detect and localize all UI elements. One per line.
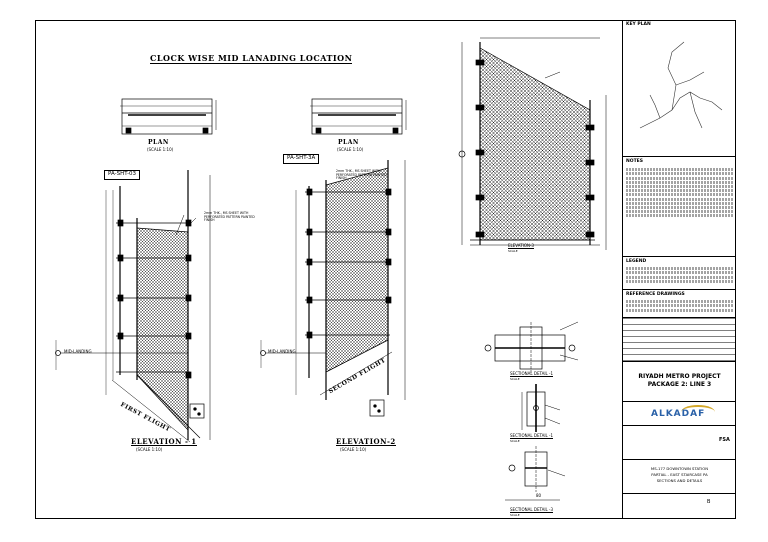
elevation-3-label: ELEVATION-3 [508,243,534,249]
elevation-1-drawing [55,170,211,443]
notes-text [623,167,736,218]
title-block: KEY PLAN NOTES LEGEND REFERENCE DRAWINGS… [622,20,736,519]
plan-2-scale: (SCALE 1:10) [337,147,364,152]
legend-box: LEGEND [623,257,736,290]
reference-text [623,299,736,313]
section-2-scale: SCALE [510,439,520,443]
note-sheet-2: 2mm THK., MS SHEET WITH PERFORATED PATTE… [336,169,387,181]
sheet-title-1: MS-177 DOWNTOWN STATION [650,466,709,471]
plan-1-scale: (SCALE 1:10) [147,147,174,152]
key-plan-box: KEY PLAN [623,20,736,157]
reference-heading: REFERENCE DRAWINGS [626,292,685,297]
section-3-label: SECTIONAL DETAIL -3 [510,507,554,513]
elevation-2-scale: (SCALE 1:10) [340,447,367,452]
plan-2-label: PLAN [338,139,359,146]
main-title: CLOCK WISE MID LANADING LOCATION [150,53,353,64]
sheet-title-2: PARTIAL - EAST STAIRCASE PA [651,472,708,477]
project-box: RIYADH METRO PROJECT PACKAGE 2: LINE 3 [623,362,736,402]
signature-box: FSA [623,426,736,460]
elevation-1-label: ELEVATION - 1 [131,437,197,446]
section-1-scale: SCALE [510,377,520,381]
notes-heading: NOTES [626,159,643,164]
dimension-80: 80 [536,493,542,498]
elevation-2-drawing [260,160,406,417]
revision-table [623,318,736,362]
legend-heading: LEGEND [626,259,647,264]
section-2-label: SECTIONAL DETAIL -1 [510,433,554,439]
section-3-scale: SCALE [510,513,520,517]
mid-landing-label-2: MID-LANDING [268,349,296,354]
project-title-1: RIYADH METRO PROJECT [638,373,721,380]
key-plan-heading: KEY PLAN [626,22,651,27]
revision-value: B [707,499,711,505]
section-detail-3-drawing [505,446,566,501]
notes-box: NOTES [623,157,736,257]
plan-1-drawing [120,98,217,135]
elevation-1-scale: (SCALE 1:10) [136,447,163,452]
tag-pa-sht-03: PA-SHT-03 [104,170,141,180]
section-detail-2-drawing [521,384,561,432]
elevation-3-drawing [458,37,607,250]
elevation-2-label: ELEVATION-2 [336,437,396,446]
plan-2-drawing [310,98,407,135]
note-sheet-1: 2mm THK., MS SHEET WITH PERFORATED PATTE… [204,211,255,223]
sheet-title-3: SECTIONS AND DETAILS [656,478,703,483]
mid-landing-label-1: MID-LANDING [64,349,92,354]
elevation-3-scale: SCALE [508,249,518,253]
drawing-number-box: B [623,494,736,519]
logo-box: ALKADAF [623,402,736,426]
tag-pa-sht-3a: PA-SHT-3A [283,154,320,164]
sheet-title-box: MS-177 DOWNTOWN STATION PARTIAL - EAST S… [623,460,736,494]
section-detail-1-drawing [484,321,579,374]
plan-1-label: PLAN [148,139,169,146]
contractor-logo: ALKADAF [651,409,706,419]
reference-box: REFERENCE DRAWINGS [623,290,736,318]
logo-swoosh [681,405,715,419]
fsa-label: FSA [719,437,730,443]
project-title-2: PACKAGE 2: LINE 3 [647,381,712,388]
drawing-sheet [35,20,736,519]
key-plan-map [639,41,723,129]
section-1-label: SECTIONAL DETAIL -1 [510,371,554,377]
legend-text [623,266,736,284]
